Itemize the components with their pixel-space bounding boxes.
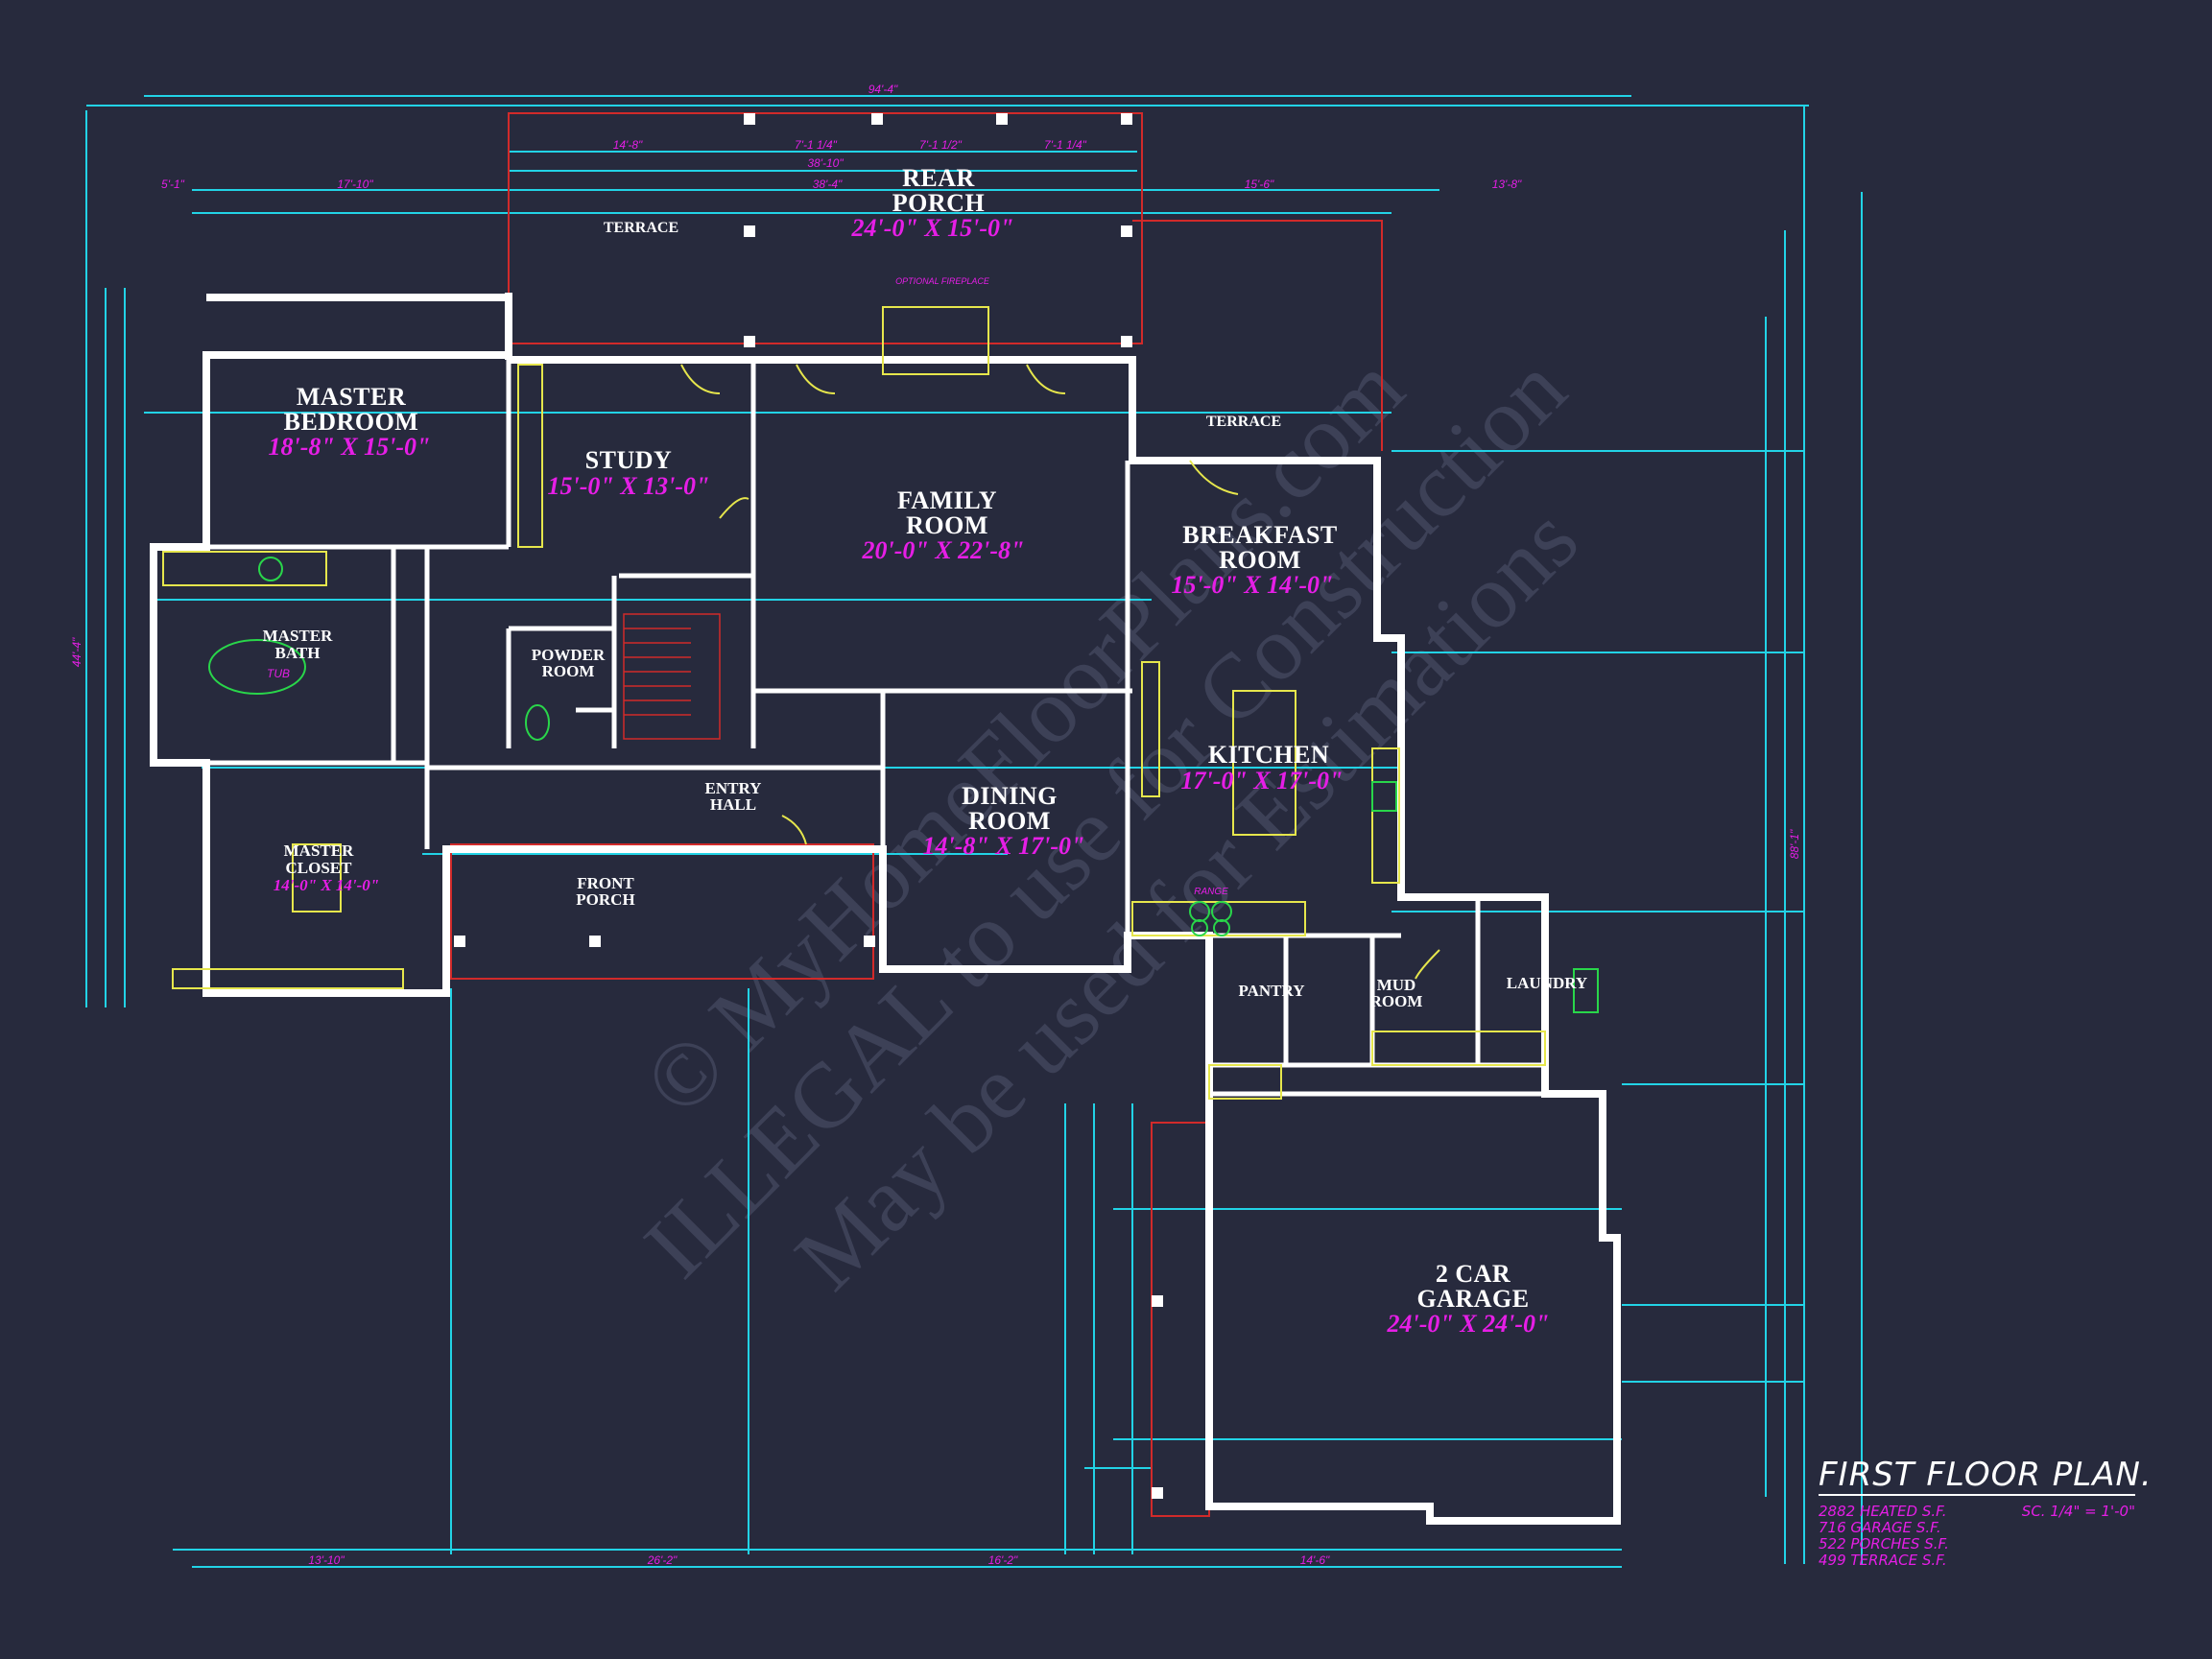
entry-hall-label-2: HALL (710, 795, 756, 814)
powder-room-label-1: POWDER (532, 646, 606, 664)
stairs (623, 613, 721, 740)
dining-room-name-1: DINING (962, 782, 1058, 810)
plumbing (208, 557, 1599, 1013)
dim-bay-3: 7'-1 1/4" (1044, 138, 1087, 152)
room-dining-room: DINING ROOM 14'-8" X 17'-0" (923, 782, 1085, 860)
scale-label: SC. 1/4" = 1'-0" (2022, 1503, 2135, 1520)
kitchen-name: KITCHEN (1208, 741, 1329, 769)
porch-outlines (450, 112, 1383, 1517)
master-closet-name-2: CLOSET (286, 859, 353, 877)
stat-porches: 522 PORCHES S.F. (1819, 1535, 1949, 1552)
optional-fireplace-label: OPTIONAL FIREPLACE (895, 276, 990, 286)
dimension-lines (85, 95, 1863, 1568)
dim-bottom-c: 16'-2" (988, 1553, 1018, 1567)
entry-hall-label-1: ENTRY (705, 779, 762, 797)
dim-top-overall: 94'-4" (868, 83, 898, 96)
dim-left-total: 44'-4" (70, 637, 83, 667)
study-name: STUDY (585, 446, 673, 474)
dim-bottom-d: 14'-6" (1300, 1553, 1330, 1567)
garage-name-2: GARAGE (1416, 1285, 1529, 1313)
terrace-left-label: TERRACE (604, 220, 678, 236)
master-bedroom-name-1: MASTER (297, 383, 406, 411)
dim-left-a: 5'-1" (161, 178, 185, 191)
dining-room-dim: 14'-8" X 17'-0" (923, 832, 1085, 860)
dim-left-b: 17'-10" (337, 178, 373, 191)
stat-terrace: 499 TERRACE S.F. (1819, 1552, 1947, 1569)
breakfast-room-name-1: BREAKFAST (1182, 521, 1338, 549)
dim-porch-width: 38'-10" (807, 156, 844, 170)
front-porch-label-1: FRONT (577, 874, 634, 892)
dim-bay-1: 7'-1 1/4" (795, 138, 838, 152)
stat-garage: 716 GARAGE S.F. (1819, 1519, 1941, 1536)
master-bath-name-1: MASTER (263, 627, 333, 645)
room-rear-porch: REAR PORCH 24'-0" X 15'-0" (851, 164, 1014, 242)
breakfast-room-name-2: ROOM (1219, 546, 1301, 574)
family-room-name-1: FAMILY (897, 486, 997, 514)
dining-room-name-2: ROOM (968, 807, 1051, 835)
title-block: FIRST FLOOR PLAN. SC. 1/4" = 1'-0" 2882 … (1819, 1456, 2153, 1569)
minor-labels: TERRACE TERRACE POWDER ROOM ENTRY HALL F… (532, 220, 1587, 1010)
rear-porch-name-2: PORCH (892, 189, 985, 217)
study-dim: 15'-0" X 13'-0" (548, 472, 710, 500)
dim-bottom-b: 26'-2" (647, 1553, 678, 1567)
room-master-bath: MASTER BATH TUB (263, 627, 333, 680)
dim-bottom-a: 13'-10" (308, 1553, 345, 1567)
master-closet-name-1: MASTER (284, 841, 354, 860)
room-kitchen: KITCHEN 17'-0" X 17'-0" (1181, 741, 1344, 794)
dimension-labels: 94'-4" 38'-10" 14'-8" 7'-1 1/4" 7'-1 1/2… (70, 83, 1801, 1567)
stat-heated: 2882 HEATED S.F. (1819, 1503, 1947, 1520)
master-closet-dim: 14'-0" X 14'-0" (274, 876, 379, 894)
dim-right-total: 88'-1" (1788, 829, 1801, 859)
range-label: RANGE (1194, 887, 1228, 897)
rear-porch-name-1: REAR (902, 164, 975, 192)
master-bedroom-dim: 18'-8" X 15'-0" (269, 433, 431, 461)
dim-bay-2: 7'-1 1/2" (919, 138, 963, 152)
mud-room-label-2: ROOM (1370, 992, 1423, 1010)
master-bath-name-2: BATH (275, 644, 321, 662)
watermark-line-2: ILLEGAL to use for Construction (625, 337, 1585, 1297)
powder-room-label-2: ROOM (542, 662, 595, 680)
pantry-label: PANTRY (1239, 982, 1305, 1000)
dim-right-a: 15'-6" (1245, 178, 1274, 191)
mud-room-label-1: MUD (1377, 976, 1416, 994)
dim-right-b: 13'-8" (1492, 178, 1522, 191)
dim-center: 38'-4" (813, 178, 843, 191)
room-study: STUDY 15'-0" X 13'-0" (548, 446, 710, 500)
kitchen-dim: 17'-0" X 17'-0" (1181, 767, 1344, 794)
room-master-bedroom: MASTER BEDROOM 18'-8" X 15'-0" (269, 383, 431, 461)
master-bedroom-name-2: BEDROOM (284, 408, 419, 436)
breakfast-room-dim: 15'-0" X 14'-0" (1172, 571, 1334, 599)
front-porch-label-2: PORCH (576, 890, 634, 909)
porch-columns (454, 113, 1163, 1499)
terrace-right-label: TERRACE (1206, 414, 1281, 430)
room-family-room: FAMILY ROOM 20'-0" X 22'-8" (862, 486, 1025, 564)
laundry-label: LAUNDRY (1507, 974, 1587, 992)
tub-label: TUB (267, 667, 290, 680)
room-garage: 2 CAR GARAGE 24'-0" X 24'-0" (1387, 1260, 1550, 1338)
room-breakfast-room: BREAKFAST ROOM 15'-0" X 14'-0" (1172, 521, 1338, 599)
room-master-closet: MASTER CLOSET 14'-0" X 14'-0" (274, 841, 379, 894)
rear-porch-dim: 24'-0" X 15'-0" (851, 214, 1014, 242)
garage-dim: 24'-0" X 24'-0" (1387, 1310, 1550, 1338)
family-room-name-2: ROOM (906, 511, 988, 539)
dim-porch-depth: 14'-8" (613, 138, 643, 152)
garage-name-1: 2 CAR (1436, 1260, 1510, 1288)
door-swings (680, 364, 1440, 980)
family-room-dim: 20'-0" X 22'-8" (862, 536, 1025, 564)
plan-title: FIRST FLOOR PLAN. (1819, 1456, 2153, 1494)
